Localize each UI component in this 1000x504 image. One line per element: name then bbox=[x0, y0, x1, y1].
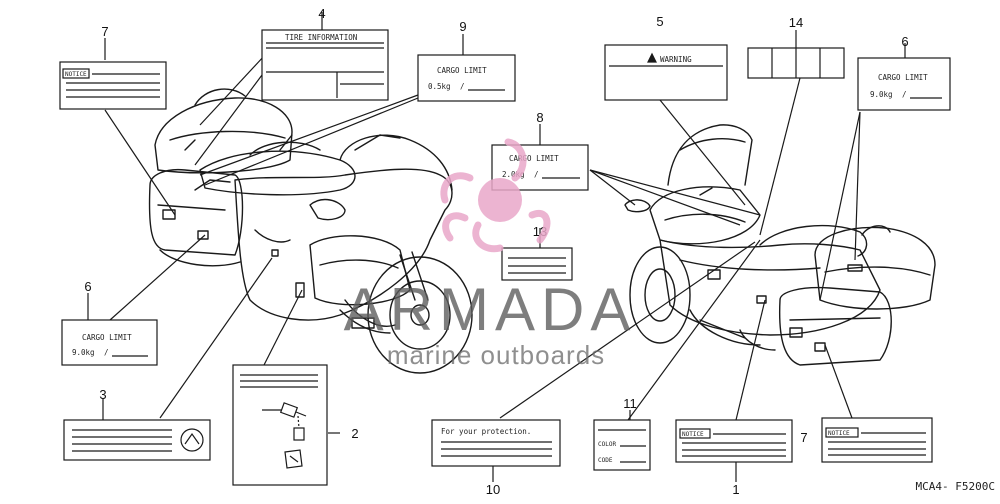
callout-9: 9 bbox=[459, 19, 466, 34]
label-4-tire-information: TIRE INFORMATION bbox=[261, 29, 389, 101]
code-text: CODE bbox=[598, 457, 613, 464]
motorcycle-left-illustration bbox=[148, 88, 473, 374]
cargo-limit-text: CARGO LIMIT bbox=[878, 73, 928, 82]
cargo-limit-text: CARGO LIMIT bbox=[82, 333, 132, 342]
label-panels: TIRE INFORMATION CARGO LIMIT 0.5kg / NOT… bbox=[59, 29, 951, 486]
cargo-limit-text: CARGO LIMIT bbox=[437, 66, 487, 75]
callout-numbers: 4 9 7 8 13 5 14 6 6 3 2 11 10 1 7 bbox=[84, 6, 908, 497]
armada-watermark: ARMADA marine outboards bbox=[344, 138, 637, 370]
callout-6-right: 6 bbox=[901, 34, 908, 49]
label-5-warning: WARNING bbox=[604, 44, 728, 101]
callout-11: 11 bbox=[623, 396, 637, 411]
slash-text: / bbox=[104, 348, 109, 357]
slash-text: / bbox=[534, 170, 539, 179]
notice-text: NOTICE bbox=[65, 71, 87, 78]
protection-text: For your protection. bbox=[441, 427, 531, 436]
callout-1: 1 bbox=[732, 482, 739, 497]
callout-8: 8 bbox=[536, 110, 543, 125]
callout-7-top: 7 bbox=[101, 24, 108, 39]
notice-text: NOTICE bbox=[682, 431, 704, 438]
label-14 bbox=[747, 47, 845, 79]
notice-text: NOTICE bbox=[828, 430, 850, 437]
label-10-protection: For your protection. bbox=[431, 419, 561, 467]
callout-5: 5 bbox=[656, 14, 663, 29]
label-7-notice-right: NOTICE bbox=[821, 417, 933, 463]
callout-7-bottom: 7 bbox=[800, 430, 807, 445]
cargo-limit-text: CARGO LIMIT bbox=[509, 154, 559, 163]
label-7-notice-left: NOTICE bbox=[59, 61, 167, 110]
label-3 bbox=[63, 419, 211, 461]
slash-text: / bbox=[460, 82, 465, 91]
watermark-tagline: marine outboards bbox=[387, 340, 605, 370]
label-8-cargo-limit: CARGO LIMIT 2.0kg / bbox=[491, 144, 589, 191]
tire-information-text: TIRE INFORMATION bbox=[285, 33, 357, 42]
slash-text: / bbox=[902, 90, 907, 99]
label-6-cargo-limit-left: CARGO LIMIT 9.0kg / bbox=[61, 319, 158, 366]
callout-6-left: 6 bbox=[84, 279, 91, 294]
label-6-cargo-limit-right: CARGO LIMIT 9.0kg / bbox=[857, 57, 951, 111]
label-9-cargo-limit: CARGO LIMIT 0.5kg / bbox=[417, 54, 516, 102]
color-text: COLOR bbox=[598, 441, 616, 448]
label-11-color-code: COLOR CODE bbox=[593, 419, 651, 471]
weight-text: 0.5kg bbox=[428, 82, 451, 91]
callout-2: 2 bbox=[351, 426, 358, 441]
weight-text: 9.0kg bbox=[72, 348, 95, 357]
leader-lines bbox=[87, 12, 906, 482]
callout-3: 3 bbox=[99, 387, 106, 402]
label-2 bbox=[232, 364, 328, 486]
motorcycle-right-illustration bbox=[624, 124, 936, 366]
label-1-notice: NOTICE bbox=[675, 419, 793, 463]
document-code: MCA4- F5200C bbox=[916, 480, 995, 493]
weight-text: 2.0kg bbox=[502, 170, 525, 179]
weight-text: 9.0kg bbox=[870, 90, 893, 99]
callout-14: 14 bbox=[789, 15, 803, 30]
warning-text: WARNING bbox=[660, 55, 692, 64]
watermark-brand: ARMADA bbox=[344, 276, 637, 343]
armada-propeller-logo bbox=[440, 138, 551, 253]
callout-4: 4 bbox=[318, 6, 325, 21]
label-13 bbox=[501, 247, 573, 281]
callout-10: 10 bbox=[486, 482, 500, 497]
